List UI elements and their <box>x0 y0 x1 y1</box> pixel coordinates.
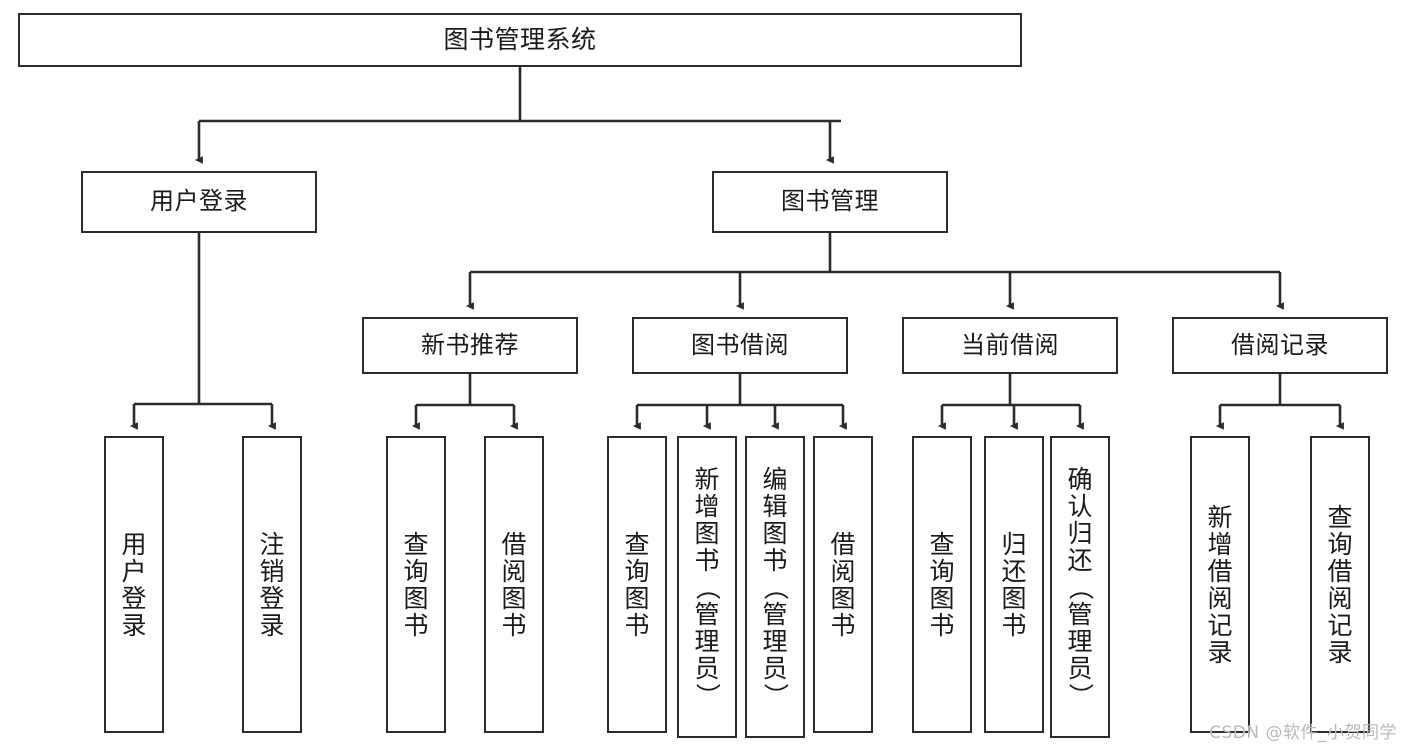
leaf-query-book-3-label: 查询图书 <box>929 529 955 640</box>
leaf-logout[interactable]: 注销登录 <box>242 436 302 733</box>
leaf-borrow-book-1-label: 借阅图书 <box>501 529 527 640</box>
node-new-book-recommend-label: 新书推荐 <box>421 330 519 359</box>
node-root[interactable]: 图书管理系统 <box>18 13 1022 67</box>
leaf-query-record-label: 查询借阅记录 <box>1327 502 1353 667</box>
leaf-user-login[interactable]: 用户登录 <box>104 436 164 733</box>
leaf-borrow-book-1[interactable]: 借阅图书 <box>484 436 544 733</box>
node-borrow-record[interactable]: 借阅记录 <box>1172 317 1388 374</box>
leaf-confirm-return-label: 确认归还（管理员） <box>1065 464 1095 708</box>
node-user-login[interactable]: 用户登录 <box>81 171 317 233</box>
node-book-manage[interactable]: 图书管理 <box>712 171 948 233</box>
leaf-return-book[interactable]: 归还图书 <box>984 436 1044 733</box>
leaf-add-record[interactable]: 新增借阅记录 <box>1190 436 1250 733</box>
leaf-borrow-book-2[interactable]: 借阅图书 <box>813 436 873 733</box>
leaf-return-book-label: 归还图书 <box>1001 529 1027 640</box>
node-borrow-record-label: 借阅记录 <box>1231 330 1329 359</box>
node-book-borrow[interactable]: 图书借阅 <box>632 317 848 374</box>
leaf-query-book-2[interactable]: 查询图书 <box>607 436 667 733</box>
leaf-query-record[interactable]: 查询借阅记录 <box>1310 436 1370 733</box>
node-current-borrow-label: 当前借阅 <box>961 330 1059 359</box>
leaf-add-book-label: 新增图书（管理员） <box>692 464 722 708</box>
leaf-edit-book[interactable]: 编辑图书（管理员） <box>745 436 805 738</box>
watermark: CSDN @软件_小贺同学 <box>1209 723 1397 743</box>
node-book-borrow-label: 图书借阅 <box>691 330 789 359</box>
leaf-borrow-book-2-label: 借阅图书 <box>830 529 856 640</box>
node-book-manage-label: 图书管理 <box>781 187 879 216</box>
leaf-query-book-1[interactable]: 查询图书 <box>386 436 446 733</box>
leaf-user-login-label: 用户登录 <box>121 529 147 640</box>
node-user-login-label: 用户登录 <box>150 187 248 216</box>
leaf-add-record-label: 新增借阅记录 <box>1207 502 1233 667</box>
leaf-logout-label: 注销登录 <box>259 529 285 640</box>
leaf-edit-book-label: 编辑图书（管理员） <box>760 464 790 708</box>
leaf-query-book-3[interactable]: 查询图书 <box>912 436 972 733</box>
leaf-query-book-2-label: 查询图书 <box>624 529 650 640</box>
leaf-query-book-1-label: 查询图书 <box>403 529 429 640</box>
leaf-confirm-return[interactable]: 确认归还（管理员） <box>1050 436 1110 738</box>
node-new-book-recommend[interactable]: 新书推荐 <box>362 317 578 374</box>
leaf-add-book[interactable]: 新增图书（管理员） <box>677 436 737 738</box>
node-current-borrow[interactable]: 当前借阅 <box>902 317 1118 374</box>
node-root-label: 图书管理系统 <box>443 24 597 54</box>
